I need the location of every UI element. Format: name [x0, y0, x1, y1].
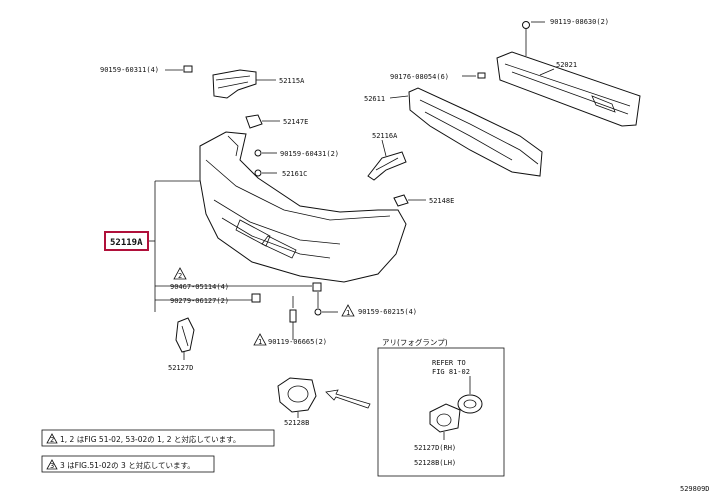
direction-arrow: [325, 389, 371, 409]
callout-90159-60215[interactable]: 90159-60215(4): [358, 308, 417, 316]
callout-90119-08630[interactable]: 90119-08630(2): [550, 18, 609, 26]
inset-fig[interactable]: FIG 81-02: [432, 368, 470, 376]
fog-lamp[interactable]: [457, 376, 483, 414]
callout-52119a[interactable]: 52119A: [110, 238, 143, 248]
clip-90279[interactable]: [251, 293, 261, 303]
callout-52115a[interactable]: 52115A: [279, 77, 305, 85]
callout-52127d-rh[interactable]: 52127D(RH): [414, 444, 456, 452]
bumper-cover[interactable]: [199, 131, 407, 283]
note-2: 3 はFIG.51-02の 3 と対応しています。: [60, 460, 195, 470]
fog-bezel-52128b[interactable]: [277, 377, 317, 413]
callout-90119-06665[interactable]: 90119-06665(2): [268, 338, 327, 346]
callout-52128b[interactable]: 52128B: [284, 419, 309, 427]
clip-90176[interactable]: [477, 72, 486, 79]
screw-90159-60215[interactable]: [314, 308, 322, 316]
callout-52611[interactable]: 52611: [364, 95, 385, 103]
warning-triangle-2: 1: [341, 304, 355, 317]
fog-lamp-inset: [377, 347, 505, 477]
callout-90159-60431[interactable]: 90159-60431(2): [280, 150, 339, 158]
warning-triangle-1: 2: [173, 267, 187, 280]
clip-52161c[interactable]: [254, 169, 262, 177]
callout-52147e[interactable]: 52147E: [283, 118, 308, 126]
fog-cover-inset[interactable]: [429, 403, 461, 433]
callout-52128b-lh[interactable]: 52128B(LH): [414, 459, 456, 467]
svg-text:1: 1: [346, 309, 350, 317]
callout-52116a[interactable]: 52116A: [372, 132, 398, 140]
svg-text:1: 1: [258, 338, 262, 346]
callout-52161c[interactable]: 52161C: [282, 170, 307, 178]
screw-90119-06665[interactable]: [289, 309, 297, 330]
screw-90159-60431[interactable]: [254, 149, 262, 157]
note-box-1: 2 1, 2 はFIG 51-02, 53-02の 1, 2 と対応しています。: [41, 429, 275, 447]
svg-text:2: 2: [178, 272, 182, 280]
retainer-52148e[interactable]: [393, 194, 409, 207]
energy-absorber[interactable]: [408, 87, 543, 177]
callout-90176-08054[interactable]: 90176-08054(6): [390, 73, 449, 81]
clip-90159-60311[interactable]: [183, 65, 193, 73]
retainer-52115a[interactable]: [212, 69, 257, 99]
bumper-reinforcement[interactable]: [496, 51, 641, 127]
highlight-box: [104, 231, 149, 251]
callout-52148e[interactable]: 52148E: [429, 197, 454, 205]
note-1: 1, 2 はFIG 51-02, 53-02の 1, 2 と対応しています。: [60, 434, 240, 444]
inset-refer: REFER TO: [432, 359, 466, 367]
warning-triangle-3: 1: [253, 333, 267, 346]
callout-90279-06127[interactable]: 90279-06127(2): [170, 297, 229, 305]
inset-title: アリ(フォグランプ): [382, 337, 448, 347]
fog-cover-52127d[interactable]: [175, 317, 195, 353]
retainer-52116a[interactable]: [367, 151, 407, 181]
callout-52021[interactable]: 52021: [556, 61, 577, 69]
callout-90467-05114[interactable]: 90467-05114(4): [170, 283, 229, 291]
callout-52127d[interactable]: 52127D: [168, 364, 193, 372]
svg-text:3: 3: [50, 462, 54, 470]
clip-90467[interactable]: [312, 282, 322, 292]
bolt-top[interactable]: [522, 21, 530, 43]
retainer-52147e[interactable]: [245, 114, 263, 129]
svg-text:2: 2: [50, 436, 54, 444]
figure-id: 529809D: [680, 485, 710, 493]
callout-90159-60311[interactable]: 90159-60311(4): [100, 66, 159, 74]
note-box-2: 3 3 はFIG.51-02の 3 と対応しています。: [41, 455, 215, 473]
